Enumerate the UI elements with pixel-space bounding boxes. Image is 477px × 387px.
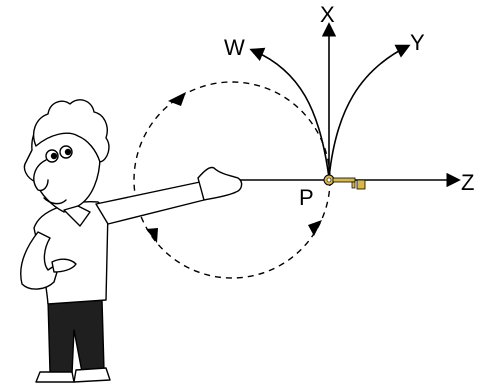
mouth	[43, 197, 67, 205]
collar	[63, 205, 91, 227]
left-arm	[20, 231, 61, 290]
right-shoe	[73, 367, 111, 383]
label-z: Z	[461, 170, 474, 195]
circle-arrow-right	[308, 220, 322, 236]
right-hand	[197, 166, 243, 201]
w-curve	[249, 47, 330, 179]
right-arm	[95, 181, 205, 225]
label-w: W	[224, 35, 245, 60]
left-hand	[51, 258, 77, 273]
label-x: X	[320, 2, 335, 27]
key-icon	[323, 174, 366, 190]
circle-arrow-left	[146, 228, 158, 243]
cartoon-man	[20, 99, 243, 383]
label-y: Y	[410, 30, 425, 55]
circle-arrow-top	[168, 92, 186, 106]
label-p: P	[299, 185, 314, 210]
nose	[33, 159, 49, 192]
hair	[32, 99, 110, 163]
left-shoe	[35, 371, 75, 383]
y-curve	[328, 44, 411, 179]
pants	[47, 299, 105, 375]
